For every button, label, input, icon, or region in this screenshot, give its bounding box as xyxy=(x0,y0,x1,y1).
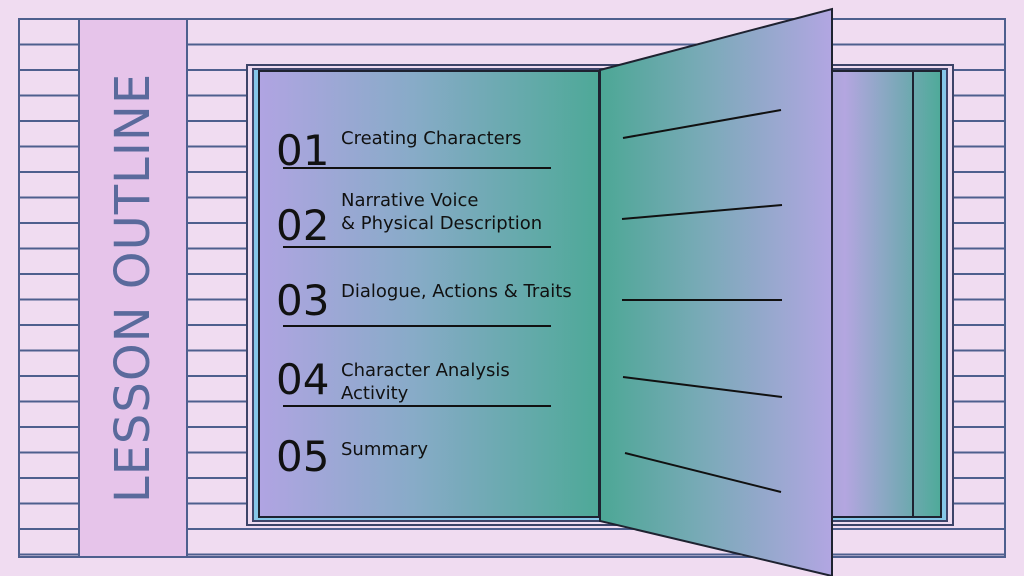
outline-rule xyxy=(283,325,551,327)
outline-label-continued: Activity xyxy=(341,383,409,404)
outline-number: 04 xyxy=(276,355,330,404)
outline-label: Summary xyxy=(341,439,428,460)
outline-number: 02 xyxy=(276,201,330,250)
page-line xyxy=(622,109,782,139)
page-line xyxy=(622,376,783,398)
outline-number: 01 xyxy=(276,126,330,175)
outline-number: 05 xyxy=(276,432,330,481)
outline-label: Dialogue, Actions & Traits xyxy=(341,281,572,302)
page-line xyxy=(621,204,783,220)
turning-page-sheet xyxy=(599,7,833,576)
outline-rule xyxy=(283,246,551,248)
outline-rule xyxy=(283,167,551,169)
outline-number: 03 xyxy=(276,276,330,325)
book-left-page xyxy=(258,70,600,518)
side-band xyxy=(78,18,188,558)
outline-label-continued: & Physical Description xyxy=(341,213,543,234)
outline-label: Narrative Voice xyxy=(341,190,479,211)
outline-rule xyxy=(283,405,551,407)
outline-label: Creating Characters xyxy=(341,128,522,149)
outline-label: Character Analysis xyxy=(341,360,510,381)
book-page-edge xyxy=(912,70,914,518)
page-line xyxy=(624,452,782,493)
